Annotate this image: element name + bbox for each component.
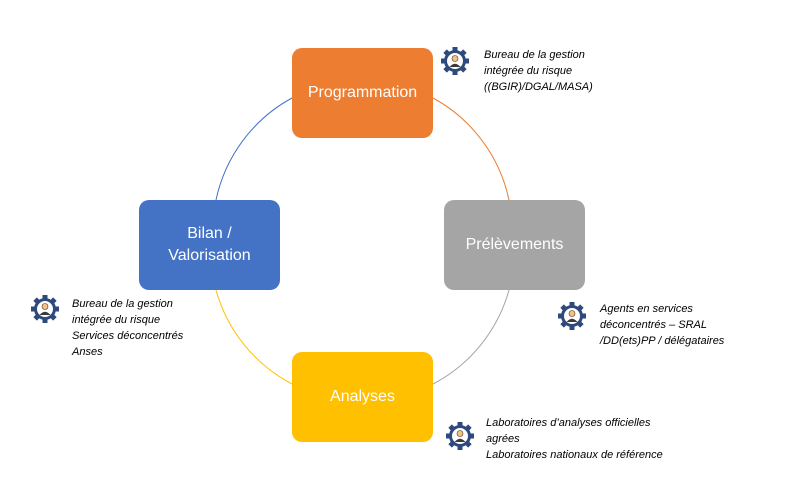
gear-person-icon: [31, 295, 59, 323]
note-programmation-actors: Bureau de la gestion intégrée du risque …: [484, 49, 593, 93]
arc-analyses-bilan: [215, 289, 293, 385]
step-bilan-valorisation: Bilan / Valorisation: [139, 200, 280, 290]
gear-person-icon: [446, 422, 474, 450]
step-prelevements: Prélèvements: [444, 200, 585, 290]
note-analyses-actors: Laboratoires d’analyses officielles agré…: [486, 417, 663, 461]
step-programmation: Programmation: [292, 48, 433, 138]
arc-bilan-programmation: [215, 97, 293, 201]
gear-person-icon: [558, 302, 586, 330]
gear-person-icon: [441, 47, 469, 75]
arc-programmation-prelevements: [432, 97, 510, 201]
arc-prelevements-analyses: [432, 289, 510, 385]
note-prelevements-actors: Agents en services déconcentrés – SRAL /…: [600, 303, 725, 347]
note-bilan-actors: Bureau de la gestion intégrée du risque …: [72, 298, 184, 358]
step-analyses: Analyses: [292, 352, 433, 442]
